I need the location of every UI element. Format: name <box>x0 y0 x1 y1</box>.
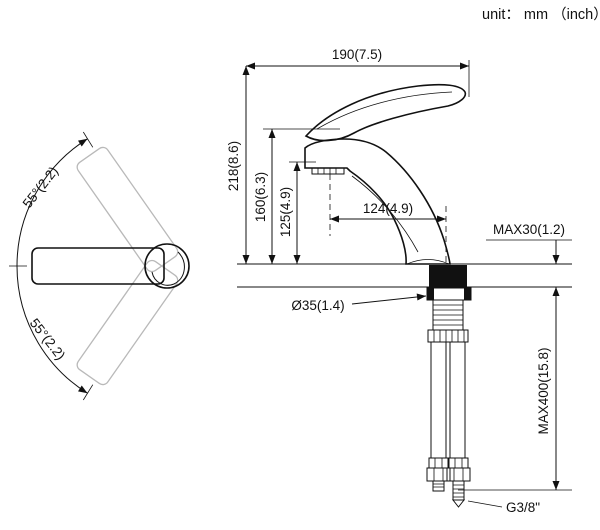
dimensions: 190(7.5) 218(8.6) 160(6.3) 125(4.9) 124(… <box>226 47 572 515</box>
dim-spout-height-label: 160(6.3) <box>253 172 268 222</box>
dim-max-deck <box>486 239 572 264</box>
connector-tip <box>451 499 466 508</box>
handle-ghost-up <box>76 146 179 273</box>
dim-width-label: 190(7.5) <box>332 47 382 62</box>
angle-up-label: 55°(2.2) <box>20 164 61 211</box>
dim-hole-diameter-label: Ø35(1.4) <box>291 298 344 313</box>
below-deck-assembly <box>426 265 472 508</box>
dim-outlet-height <box>289 161 316 264</box>
mounting-through-deck <box>429 265 467 287</box>
hose-collar <box>427 329 469 343</box>
faucet-side-view: 55°(2.2) 55°(2.2) <box>9 131 190 401</box>
thread-size-label: G3/8" <box>506 500 540 515</box>
dim-spout-reach-label: 124(4.9) <box>363 201 413 216</box>
dim-hose-length-label: MAX400(15.8) <box>536 347 551 434</box>
handle-ghost-down <box>76 259 179 386</box>
dim-total-height-label: 218(8.6) <box>226 141 241 191</box>
unit-label: unit： mm （inch） <box>482 6 600 23</box>
dim-width <box>246 60 470 97</box>
handle-lever <box>31 243 190 289</box>
countertop-section <box>237 263 572 288</box>
dim-hole-diameter <box>351 293 427 305</box>
lock-nut <box>426 287 472 301</box>
dim-hose-length <box>458 287 572 491</box>
dim-outlet-height-label: 125(4.9) <box>278 187 293 237</box>
threaded-shank <box>432 299 464 331</box>
supply-hoses <box>430 341 466 459</box>
faucet-front-view <box>304 83 467 265</box>
handle-blade <box>304 83 467 142</box>
handle-swing-arc <box>9 131 94 401</box>
dim-max-deck-label: MAX30(1.2) <box>493 222 565 237</box>
faucet-body <box>304 138 451 265</box>
angle-down-label: 55°(2.2) <box>27 316 68 363</box>
hose-end-fittings <box>426 457 471 508</box>
handle-pivot <box>144 243 190 289</box>
dim-spout-height <box>263 128 340 264</box>
aerator <box>311 167 345 175</box>
thread-callout <box>467 500 503 508</box>
